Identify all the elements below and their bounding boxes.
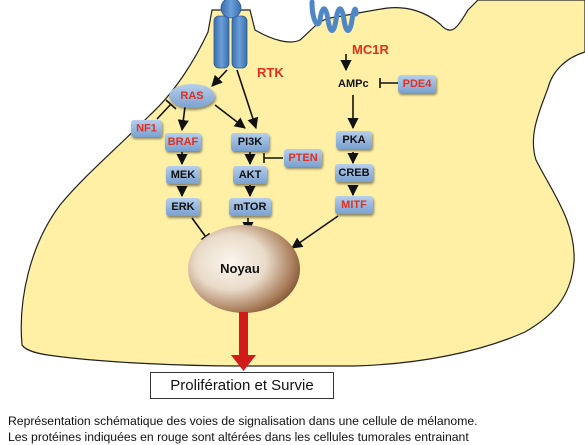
mc1r-receptor: [309, 0, 359, 33]
node-mitf: MITF: [335, 196, 373, 214]
node-mek-label: MEK: [171, 169, 196, 181]
ampc-label: AMPc: [338, 78, 369, 90]
node-nf1: NF1: [131, 120, 162, 137]
pathway-arrows: [176, 54, 359, 249]
nucleus: [188, 225, 300, 313]
mc1r-label: MC1R: [352, 42, 389, 57]
node-pi3k: PI3K: [231, 133, 269, 151]
result-box: Prolifération et Survie: [150, 372, 334, 399]
node-mitf-label: MITF: [341, 199, 367, 211]
node-nf1-label: NF1: [136, 123, 157, 135]
node-akt: AKT: [233, 166, 267, 184]
node-creb: CREB: [335, 164, 373, 182]
cell-membrane: [20, 0, 585, 367]
node-pde4-label: PDE4: [403, 78, 433, 90]
rtk-label: RTK: [257, 65, 284, 80]
node-pten: PTEN: [284, 149, 322, 167]
node-braf: BRAF: [165, 133, 201, 151]
caption-line-1: Représentation schématique des voies de …: [8, 414, 478, 428]
node-ras-label: RAS: [180, 90, 203, 102]
node-pi3k-label: PI3K: [238, 136, 263, 148]
node-erk-label: ERK: [171, 201, 194, 213]
node-pde4: PDE4: [398, 75, 436, 93]
node-pka: PKA: [336, 131, 372, 149]
node-creb-label: CREB: [338, 167, 369, 179]
node-braf-label: BRAF: [168, 136, 199, 148]
inhibition-lines: [156, 78, 398, 163]
nucleus-label: Noyau: [220, 261, 260, 276]
node-mtor: mTOR: [229, 198, 271, 216]
node-akt-label: AKT: [239, 169, 262, 181]
figure-caption: Représentation schématique des voies de …: [8, 413, 580, 445]
node-mtor-label: mTOR: [234, 201, 267, 213]
output-arrow-shaft: [239, 312, 248, 358]
node-erk: ERK: [166, 198, 200, 216]
node-mek: MEK: [166, 166, 200, 184]
node-pten-label: PTEN: [288, 152, 317, 164]
output-arrow-head: [231, 355, 256, 371]
node-pka-label: PKA: [342, 134, 365, 146]
rtk-receptor: [213, 0, 248, 69]
node-ras: RAS: [169, 84, 215, 108]
caption-line-2: Les protéines indiquées en rouge sont al…: [8, 430, 469, 444]
